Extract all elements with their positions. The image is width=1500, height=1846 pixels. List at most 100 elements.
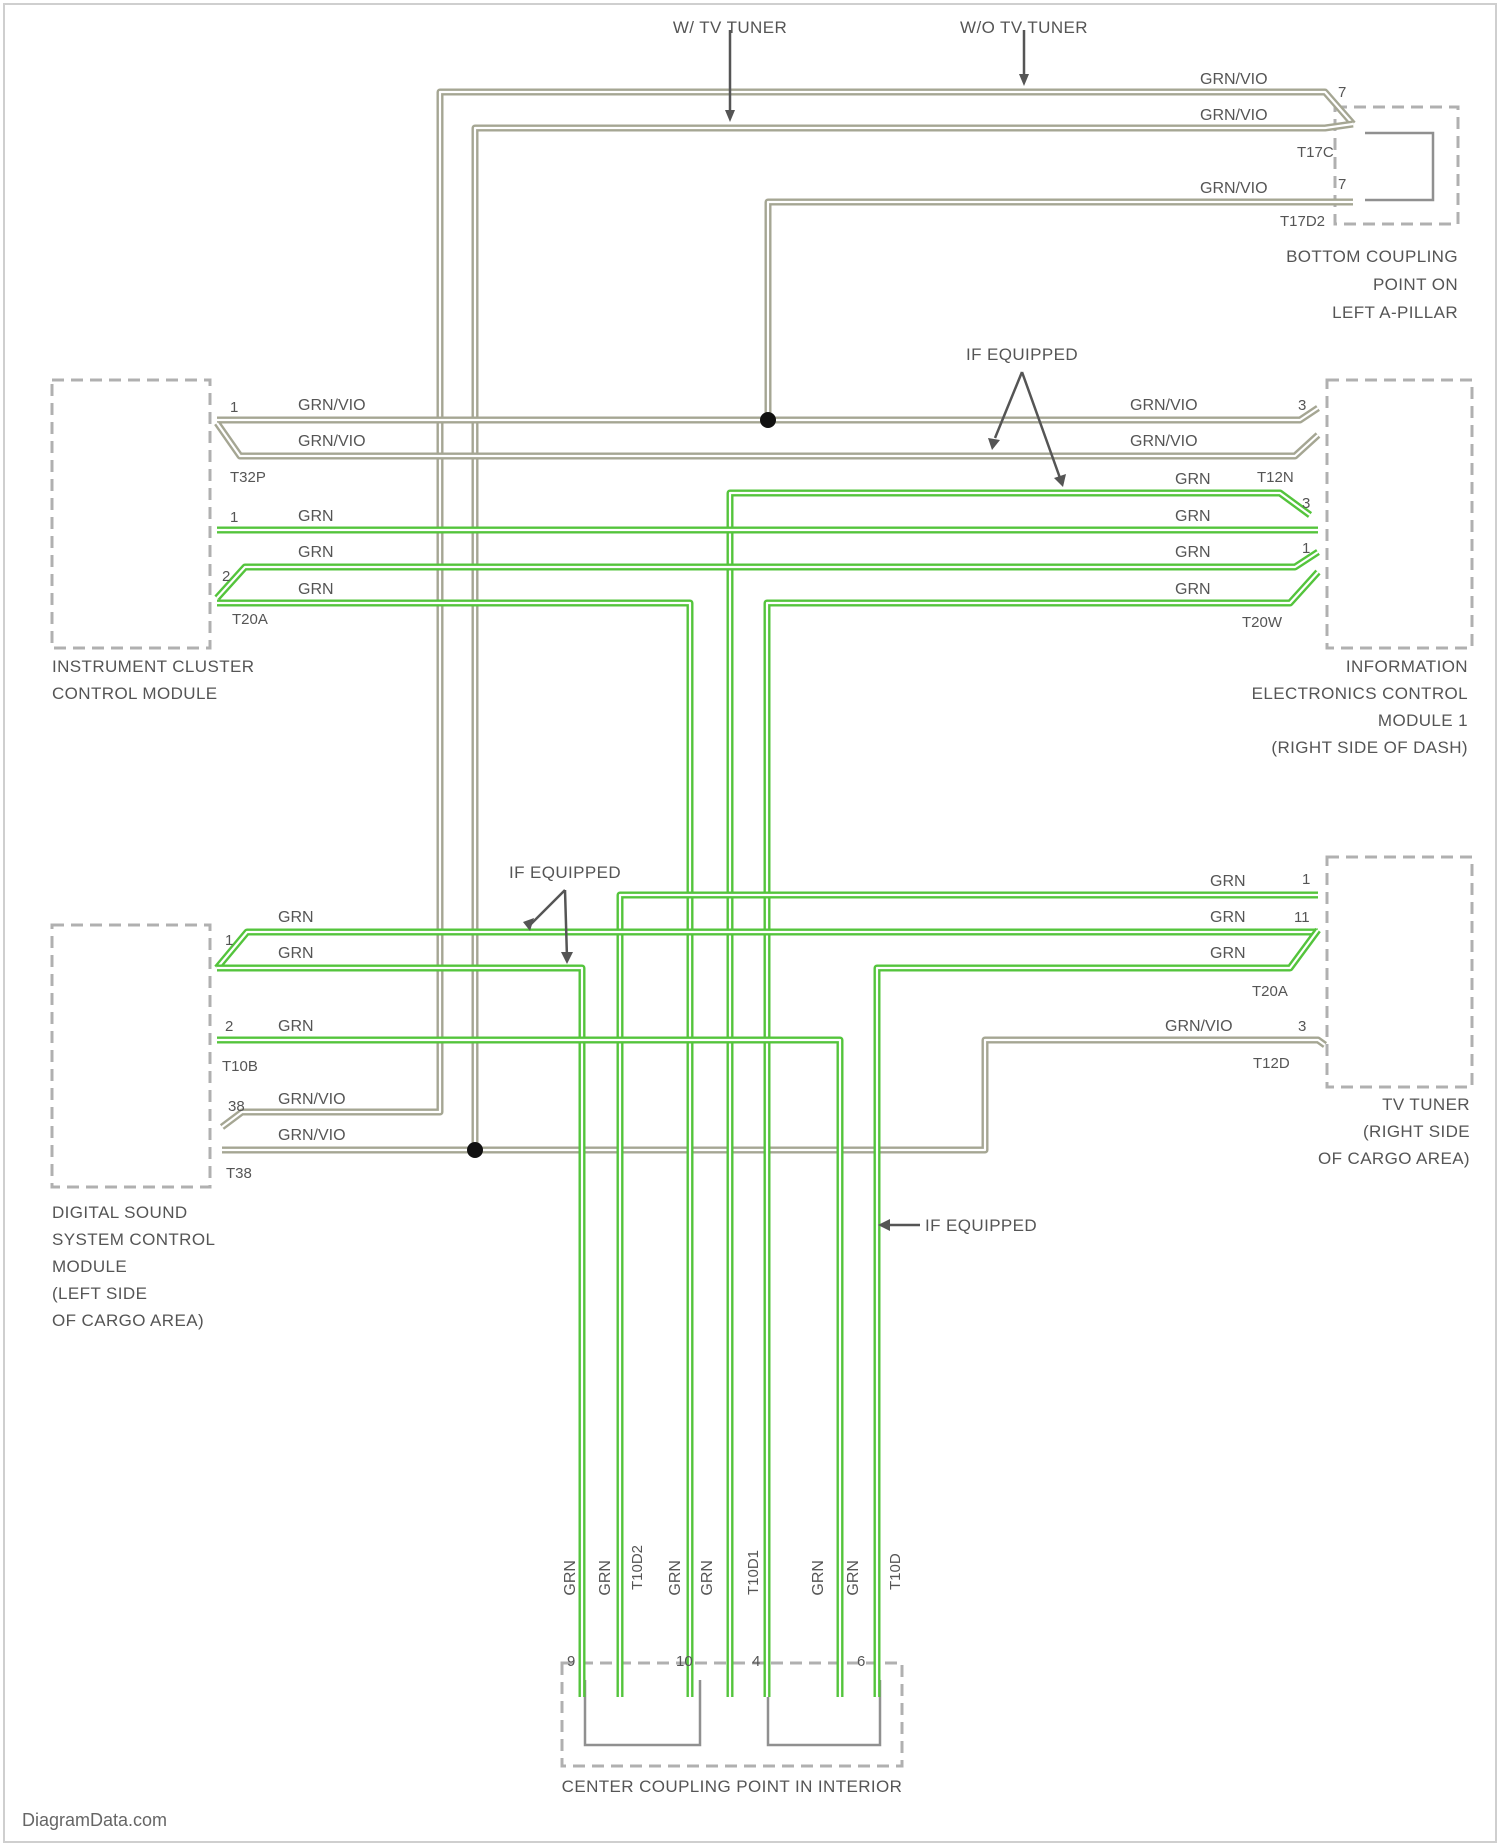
pin-number: 1	[230, 399, 238, 416]
tv-tuner-line-2: (RIGHT SIDE	[1363, 1122, 1470, 1141]
connector-t20a-tv: T20A	[1252, 983, 1288, 1000]
wire-color-label: GRN	[1210, 945, 1246, 962]
grn-vio-wire-a-pillar-2	[768, 202, 1353, 420]
pin-number: 7	[1338, 84, 1346, 101]
connector-t20a: T20A	[232, 611, 268, 628]
pin-number: 9	[567, 1653, 575, 1670]
pin-number: 3	[1298, 397, 1306, 414]
grn-vio-wire-w-tuner-branch	[475, 124, 1353, 1150]
connector-t10d: T10D	[887, 1553, 904, 1590]
if-equipped-arrows-top	[995, 372, 1060, 478]
wire-color-label: GRN/VIO	[298, 433, 366, 450]
arrow-head	[561, 952, 573, 964]
connector-t10b: T10B	[222, 1058, 258, 1075]
component-outlines	[52, 107, 1472, 1766]
bottom-coupling-jumper	[1365, 133, 1433, 200]
wire-color-label: GRN	[699, 1560, 716, 1596]
digital-sound-line-4: (LEFT SIDE	[52, 1284, 147, 1303]
pin-number: 3	[1298, 1018, 1306, 1035]
pin-number: 4	[752, 1653, 760, 1670]
wire-color-label: GRN/VIO	[1200, 107, 1268, 124]
wire-color-label: GRN	[1210, 873, 1246, 890]
wire-color-label: GRN	[1210, 909, 1246, 926]
if-equipped-label-bottom: IF EQUIPPED	[925, 1216, 1037, 1235]
arrow-head	[988, 438, 1000, 450]
wire-color-label: GRN	[278, 945, 314, 962]
grn-wires	[217, 493, 1318, 1697]
grn-vio-wires	[217, 92, 1353, 1150]
digital-sound-line-2: SYSTEM CONTROL	[52, 1230, 215, 1249]
info-electronics-box	[1327, 380, 1472, 648]
grn-wire-info-top	[730, 493, 1310, 1697]
grn-wire-cluster-2	[217, 552, 1318, 598]
connector-t38: T38	[226, 1165, 252, 1182]
connector-t10d2: T10D2	[629, 1545, 646, 1590]
connector-t10d1: T10D1	[745, 1550, 762, 1595]
wire-color-label: GRN	[298, 508, 334, 525]
instrument-cluster-line-1: INSTRUMENT CLUSTER	[52, 657, 254, 676]
wire-color-label: GRN/VIO	[1130, 397, 1198, 414]
if-equipped-label-top: IF EQUIPPED	[966, 345, 1078, 364]
info-electronics-line-4: (RIGHT SIDE OF DASH)	[1271, 738, 1468, 757]
wire-color-label: GRN	[278, 909, 314, 926]
bottom-coupling-line-1: BOTTOM COUPLING	[1286, 247, 1458, 266]
wire-color-label: GRN	[1175, 471, 1211, 488]
wo-tv-tuner-label: W/O TV TUNER	[960, 18, 1088, 37]
tv-tuner-box	[1327, 857, 1472, 1087]
grn-wire-info-bottom	[767, 572, 1318, 1697]
pin-number: 2	[225, 1018, 233, 1035]
connector-t12d: T12D	[1253, 1055, 1290, 1072]
digital-sound-line-3: MODULE	[52, 1257, 127, 1276]
arrow-head	[1019, 74, 1029, 86]
pin-number: 1	[1302, 540, 1310, 557]
splice-dot	[760, 412, 776, 428]
pin-number: 1	[1302, 871, 1310, 888]
info-electronics-line-3: MODULE 1	[1378, 711, 1468, 730]
wire-color-label: GRN	[278, 1018, 314, 1035]
wire-color-label: GRN	[298, 581, 334, 598]
wire-color-label: GRN	[298, 544, 334, 561]
digital-sound-line-5: OF CARGO AREA)	[52, 1311, 204, 1330]
connector-t17d2: T17D2	[1280, 213, 1325, 230]
grn-wire-tuner-3	[877, 930, 1318, 1697]
pin-number: 3	[1302, 495, 1310, 512]
if-equipped-arrows-mid	[530, 890, 567, 958]
pin-number: 6	[857, 1653, 865, 1670]
digital-sound-box	[52, 925, 210, 1187]
pin-number: 2	[222, 568, 230, 585]
tv-tuner-line-3: OF CARGO AREA)	[1318, 1149, 1470, 1168]
wire-color-label: GRN/VIO	[1200, 71, 1268, 88]
center-coupling-jumper-left	[585, 1680, 700, 1745]
wire-color-label: GRN/VIO	[1130, 433, 1198, 450]
wire-color-label: GRN	[1175, 544, 1211, 561]
instrument-cluster-line-2: CONTROL MODULE	[52, 684, 218, 703]
wire-color-label: GRN	[667, 1560, 684, 1596]
bottom-coupling-line-2: POINT ON	[1373, 275, 1458, 294]
wire-color-label: GRN/VIO	[1200, 180, 1268, 197]
wire-color-label: GRN/VIO	[278, 1127, 346, 1144]
wire-color-label: GRN	[1175, 581, 1211, 598]
pin-number: 7	[1338, 176, 1346, 193]
connector-t20w: T20W	[1242, 614, 1283, 631]
grn-vio-wire-wo-tuner	[222, 92, 1353, 1127]
arrow-head	[725, 110, 735, 122]
center-coupling-label: CENTER COUPLING POINT IN INTERIOR	[562, 1777, 903, 1796]
center-coupling-jumper-right	[768, 1680, 880, 1745]
splice-dot	[467, 1142, 483, 1158]
wire-color-label: GRN	[597, 1560, 614, 1596]
watermark: DiagramData.com	[22, 1810, 167, 1830]
grn-vio-wire-w-tuner	[222, 1040, 1325, 1150]
instrument-cluster-box	[52, 380, 210, 648]
digital-sound-line-1: DIGITAL SOUND	[52, 1203, 188, 1222]
connector-t32p: T32P	[230, 469, 266, 486]
if-equipped-label-mid: IF EQUIPPED	[509, 863, 621, 882]
bottom-coupling-line-3: LEFT A-PILLAR	[1332, 303, 1458, 322]
grn-wire-tuner-1	[620, 895, 1318, 1697]
connector-t12n: T12N	[1257, 469, 1294, 486]
pin-number: 11	[1294, 909, 1310, 926]
wire-color-label: GRN/VIO	[278, 1091, 346, 1108]
grn-wire-sound-2	[217, 968, 582, 1697]
w-tv-tuner-label: W/ TV TUNER	[673, 18, 787, 37]
bottom-coupling-box	[1335, 107, 1458, 224]
